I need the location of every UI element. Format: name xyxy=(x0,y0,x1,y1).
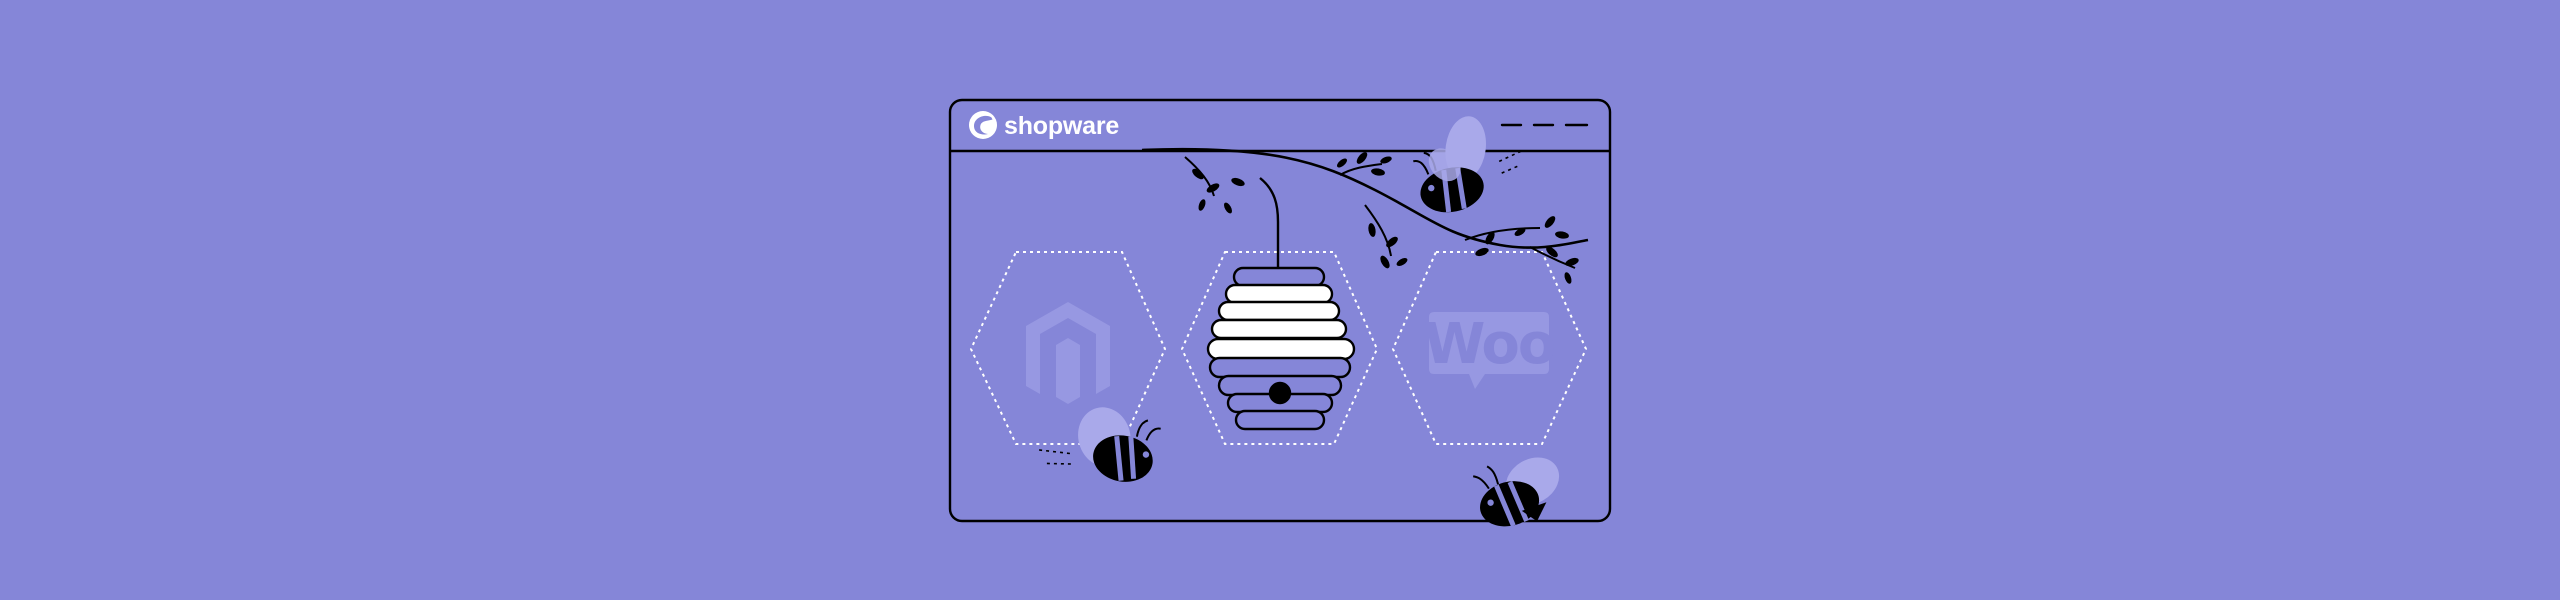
brand-name: shopware xyxy=(1004,112,1119,140)
hexagon-center xyxy=(1180,251,1379,445)
woocommerce-icon: Woo xyxy=(1424,312,1557,389)
branch-stem xyxy=(1141,147,1589,249)
window-frame xyxy=(948,98,1612,523)
bee-icon xyxy=(1472,457,1560,527)
branch-icon xyxy=(1141,147,1589,284)
woocommerce-wordmark: Woo xyxy=(1424,312,1555,377)
browser-window: shopware xyxy=(948,98,1612,523)
bee-icon xyxy=(1413,116,1524,213)
brand: shopware xyxy=(969,111,1120,140)
bee-icon xyxy=(1039,407,1161,482)
hexagon-right xyxy=(1391,251,1588,445)
beehive-icon xyxy=(1206,177,1356,431)
magento-icon xyxy=(1026,302,1110,404)
hive-string xyxy=(1259,177,1280,268)
hive-entrance xyxy=(1268,381,1292,405)
shopware-logo-icon xyxy=(969,111,997,139)
